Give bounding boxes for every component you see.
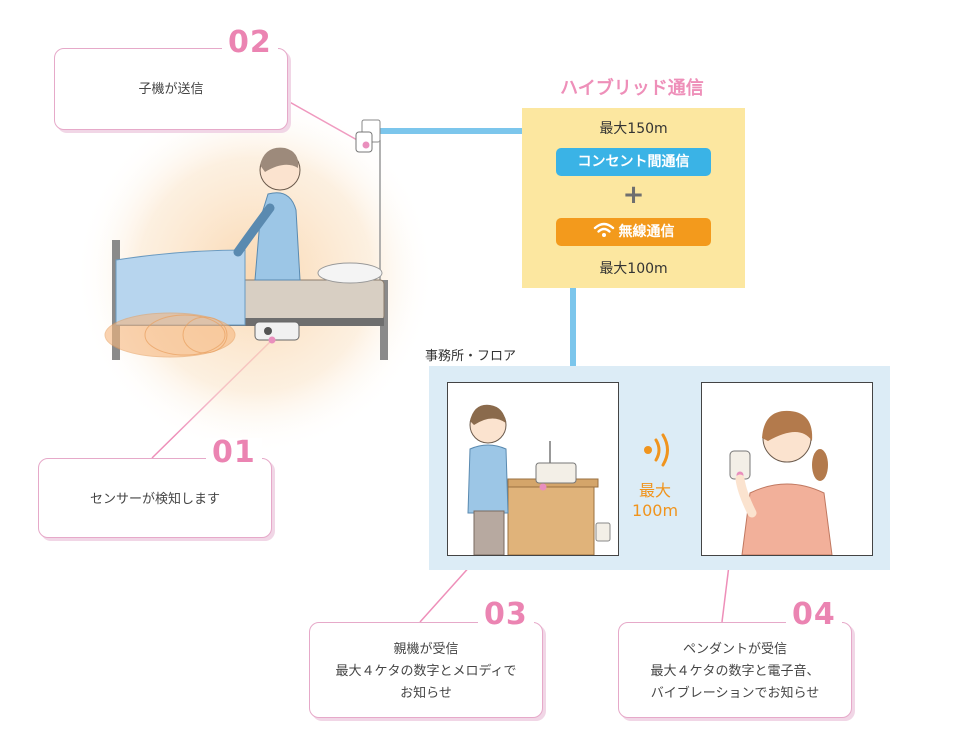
transmitter-dot: [362, 141, 370, 149]
range-bottom: 最大100m: [599, 261, 668, 277]
sensor-dot: [268, 336, 276, 344]
wireless-range-line2: 100m: [631, 501, 679, 520]
step-number-01: 01: [206, 438, 262, 468]
base-unit-scene: [467, 404, 611, 556]
callout-line-3: バイブレーションでお知らせ: [650, 686, 820, 701]
plus-sign: +: [622, 180, 645, 210]
callout-text: 子機が送信: [138, 82, 204, 97]
step-number-04: 04: [786, 600, 842, 630]
wifi-icon: [593, 222, 614, 237]
pillow: [317, 262, 383, 284]
base-unit: [535, 462, 577, 484]
wireless-comm-label: 無線通信: [618, 224, 675, 240]
bedroom-illustration: [75, 95, 435, 455]
man-legs: [473, 510, 505, 556]
wireless-comm-pill: 無線通信: [556, 218, 711, 246]
nurse-body: [741, 483, 833, 556]
callout-pendant-receive: ペンダントが受信 最大４ケタの数字と電子音、 バイブレーションでお知らせ: [618, 622, 852, 718]
hybrid-title: ハイブリッド通信: [560, 78, 704, 99]
base-unit-dot: [539, 483, 547, 491]
sensor-device: [254, 321, 300, 341]
office-label: 事務所・フロア: [425, 349, 517, 364]
callout-base-receive: 親機が受信 最大４ケタの数字とメロディで お知らせ: [309, 622, 543, 718]
wall-socket: [595, 522, 611, 542]
man-hair: [470, 404, 506, 425]
blanket: [115, 249, 246, 326]
outlet-comm-pill: コンセント間通信: [556, 148, 711, 176]
transmitter-unit: [355, 131, 373, 153]
hybrid-comm-box: 最大150m コンセント間通信 + 無線通信 最大100m: [522, 108, 745, 288]
nurse-arm: [735, 474, 757, 518]
sensor-lens: [264, 327, 272, 335]
step-number-02: 02: [222, 28, 278, 58]
wireless-range-line1: 最大: [638, 481, 671, 500]
step-number-03: 03: [478, 600, 534, 630]
callout-line-2: 最大４ケタの数字と電子音、: [650, 664, 820, 679]
callout-line-1: ペンダントが受信: [682, 642, 787, 657]
callout-line-2: 最大４ケタの数字とメロディで: [335, 664, 517, 679]
man-body: [467, 444, 509, 514]
nurse-hair: [762, 410, 813, 441]
nurse-ponytail: [812, 449, 828, 481]
panel-base-unit: [447, 382, 619, 556]
callout-line-3: お知らせ: [400, 686, 452, 701]
callout-transmit: 子機が送信: [54, 48, 288, 130]
callout-detect: センサーが検知します: [38, 458, 272, 538]
signal-waves-icon: [644, 433, 669, 467]
patient-arm: [233, 203, 275, 257]
wireless-range-label: 最大 100m: [622, 481, 688, 521]
patient-hair: [260, 147, 299, 172]
sensor-beam: [104, 312, 236, 358]
callout-line-1: 親機が受信: [393, 642, 459, 657]
desk: [507, 482, 595, 556]
pendant-scene: [729, 410, 833, 556]
bed-base: [116, 318, 384, 326]
range-top: 最大150m: [599, 121, 668, 137]
callout-text: センサーが検知します: [89, 492, 220, 507]
panel-pendant: [701, 382, 873, 556]
